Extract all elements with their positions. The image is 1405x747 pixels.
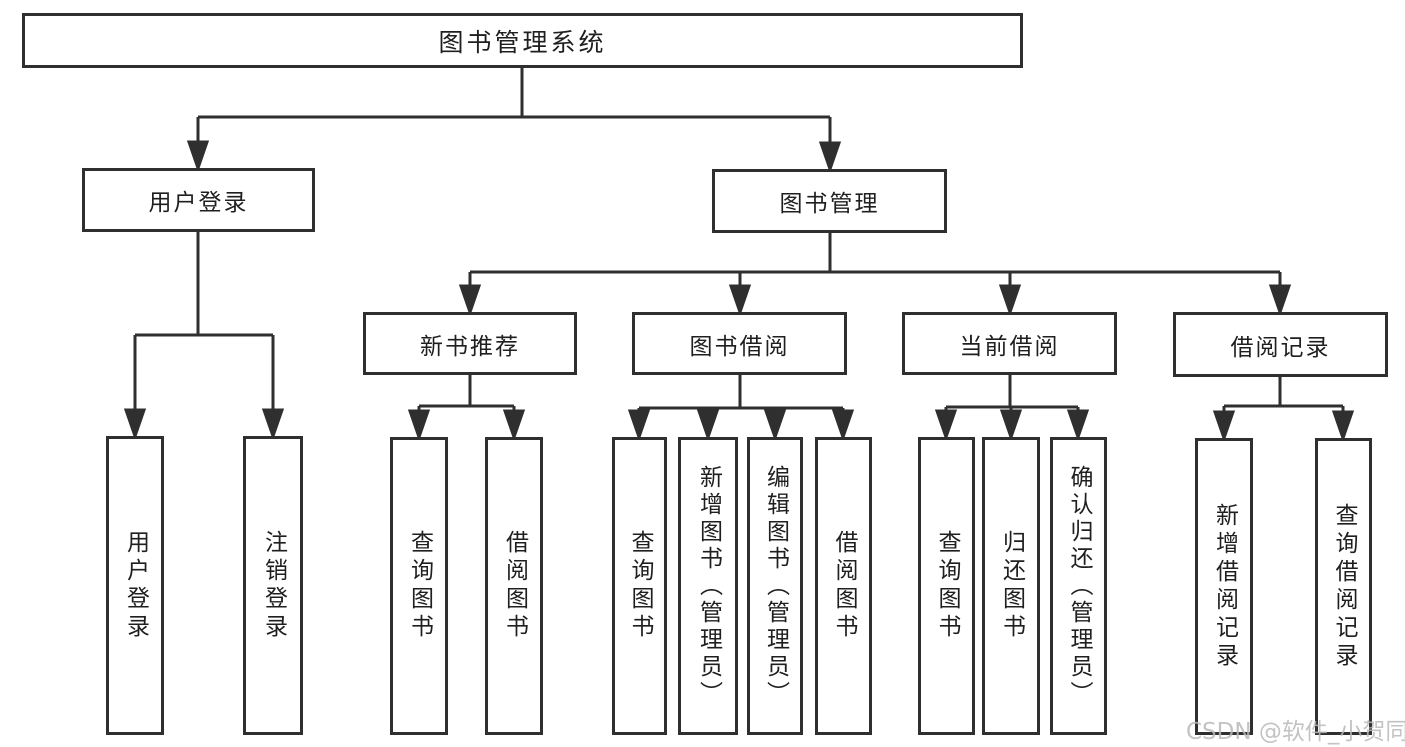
node-query-books-borrow: 查询图书 (612, 437, 667, 735)
node-label: 编辑图书（管理员） (762, 464, 789, 708)
connector-current-borrow-children (934, 375, 1090, 442)
node-add-borrow-record: 新增借阅记录 (1195, 438, 1253, 735)
node-user-login-branch: 用户登录 (82, 168, 315, 232)
node-book-management: 图书管理 (712, 169, 947, 233)
node-current-borrow: 当前借阅 (902, 312, 1117, 375)
node-label: 归还图书 (998, 530, 1025, 642)
node-confirm-return-admin: 确认归还（管理员） (1050, 437, 1107, 735)
node-label: 图书借阅 (689, 333, 790, 360)
node-label: 新增借阅记录 (1211, 502, 1238, 671)
connector-book-management-children (458, 233, 1292, 317)
node-label: 借阅图书 (831, 530, 857, 642)
node-add-books-admin: 新增图书（管理员） (678, 437, 738, 735)
node-borrow-records: 借阅记录 (1173, 312, 1388, 377)
connector-user-login-children (123, 232, 285, 441)
connector-book-borrow-children (627, 375, 855, 442)
node-label: 查询图书 (627, 530, 653, 642)
node-label: 图书管理系统 (438, 27, 607, 57)
connector-root-to-level2 (186, 68, 842, 174)
node-logout: 注销登录 (243, 436, 303, 735)
node-user-login-leaf: 用户登录 (106, 436, 164, 735)
node-label: 新增图书（管理员） (695, 464, 722, 708)
node-label: 查询图书 (934, 530, 960, 642)
node-label: 用户登录 (148, 190, 249, 216)
node-borrow-books-recommend: 借阅图书 (485, 437, 543, 735)
node-query-books-recommend: 查询图书 (390, 437, 448, 735)
node-query-books-current: 查询图书 (918, 437, 975, 735)
node-system-root: 图书管理系统 (22, 13, 1023, 68)
node-label: 查询借阅记录 (1331, 502, 1357, 671)
connector-new-book-children (407, 375, 526, 442)
node-label: 借阅图书 (501, 530, 528, 642)
csdn-watermark: CSDN @软件_小贺同学 (1186, 719, 1405, 745)
node-label: 图书管理 (779, 191, 880, 217)
node-label: 当前借阅 (959, 333, 1060, 360)
node-book-borrow: 图书借阅 (632, 312, 847, 375)
node-borrow-books-leaf: 借阅图书 (815, 437, 872, 735)
node-return-books: 归还图书 (982, 437, 1040, 735)
node-query-borrow-record: 查询借阅记录 (1315, 438, 1372, 735)
node-label: 用户登录 (122, 529, 149, 642)
node-label: 新书推荐 (420, 333, 520, 360)
node-label: 注销登录 (260, 529, 287, 642)
connector-borrow-records-children (1212, 377, 1355, 443)
node-label: 借阅记录 (1230, 334, 1331, 361)
node-label: 查询图书 (406, 530, 433, 642)
node-label: 确认归还（管理员） (1066, 464, 1092, 708)
node-edit-books-admin: 编辑图书（管理员） (747, 437, 803, 735)
node-new-book-recommend: 新书推荐 (363, 312, 577, 375)
